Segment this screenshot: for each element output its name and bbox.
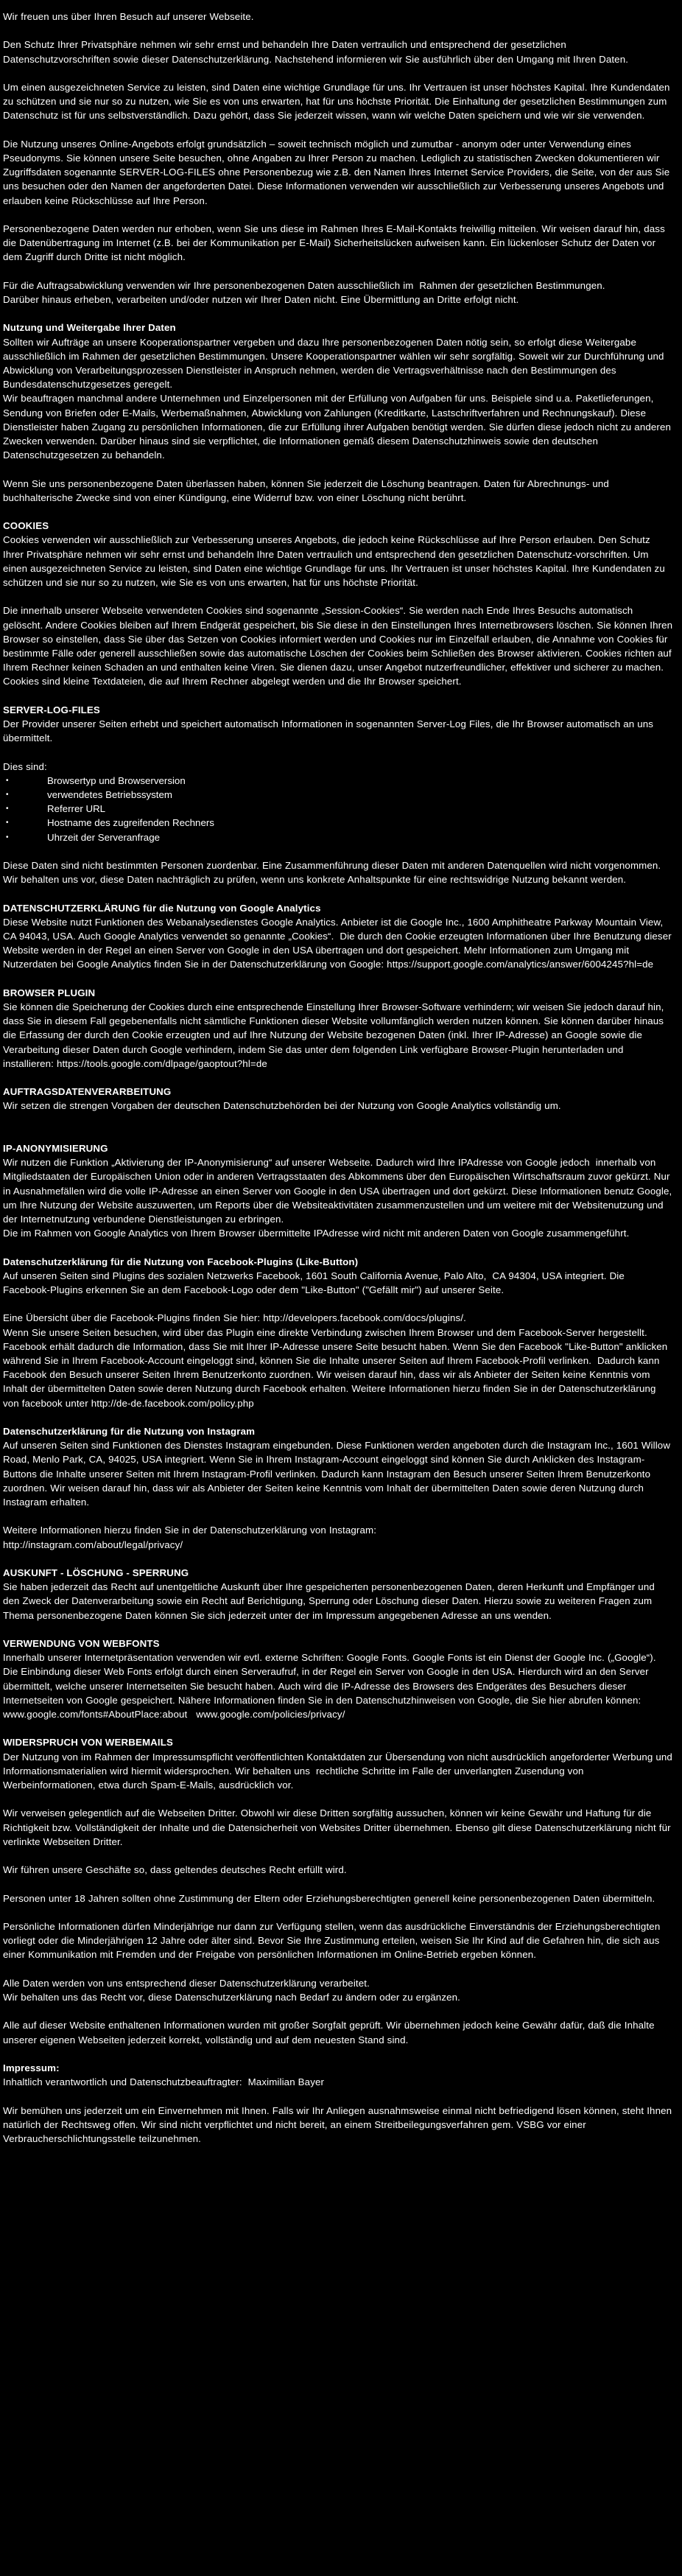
data-deletion-request: Wenn Sie uns personenbezogene Daten über… (3, 477, 612, 503)
list-item: Referrer URL (3, 802, 673, 816)
spacer (3, 1792, 673, 1806)
spacer (3, 307, 673, 321)
service-trust: Um einen ausgezeichneten Service zu leis… (3, 81, 673, 122)
webfonts-body: Innerhalb unserer Internetpräsentation v… (3, 1652, 656, 1721)
cooperation-partners: Sollten wir Aufträge an unsere Kooperati… (3, 336, 672, 461)
spacer (3, 1552, 673, 1566)
spacer (3, 1509, 673, 1523)
third-party-links: Wir verweisen gelegentlich auf die Webse… (3, 1807, 674, 1847)
minors-consent: Persönliche Informationen dürfen Minderj… (3, 1920, 664, 1961)
spacer (3, 1410, 673, 1424)
cookies-intro: Cookies verwenden wir ausschließlich zur… (3, 534, 668, 588)
no-warranty: Alle auf dieser Website enthaltenen Info… (3, 2020, 658, 2045)
processing-and-changes: Alle Daten werden von uns entsprechend d… (3, 1977, 461, 2003)
spacer (3, 2047, 673, 2061)
heading-ip-anonymisierung: IP-ANONYMISIERUNG (3, 1142, 108, 1154)
spacer (3, 1905, 673, 1919)
anonymous-usage: Die Nutzung unseres Online-Angebots erfo… (3, 138, 673, 206)
spacer (3, 1962, 673, 1976)
spacer (3, 1127, 673, 1141)
heading-auskunft-loeschung-sperrung: AUSKUNFT - LÖSCHUNG - SPERRUNG (3, 1567, 189, 1578)
spacer (3, 24, 673, 38)
spacer (3, 745, 673, 759)
list-item: Browsertyp und Browserversion (3, 774, 673, 788)
facebook-plugins-body-1: Auf unseren Seiten sind Plugins des sozi… (3, 1270, 627, 1295)
order-processing: Für die Auftragsabwicklung verwenden wir… (3, 279, 605, 305)
spacer (3, 1113, 673, 1127)
server-log-list: Browsertyp und Browserversionverwendetes… (3, 774, 673, 844)
instagram-link: Weitere Informationen hierzu finden Sie … (3, 1525, 377, 1550)
heading-nutzung-weitergabe: Nutzung und Weitergabe Ihrer Daten (3, 322, 176, 334)
list-item: Uhrzeit der Serveranfrage (3, 830, 673, 844)
session-cookies: Die innerhalb unserer Webseite verwendet… (3, 605, 676, 687)
spacer (3, 886, 673, 900)
heading-browser-plugin: BROWSER PLUGIN (3, 987, 96, 998)
spacer (3, 589, 673, 603)
spacer (3, 505, 673, 519)
heading-instagram: Datenschutzerklärung für die Nutzung von… (3, 1426, 256, 1437)
spacer (3, 1877, 673, 1891)
spacer (3, 2004, 673, 2018)
privacy-intro: Den Schutz Ihrer Privatsphäre nehmen wir… (3, 39, 629, 65)
spacer (3, 1721, 673, 1735)
spacer (3, 208, 673, 222)
heading-cookies: COOKIES (3, 520, 49, 532)
spacer (3, 123, 673, 137)
list-item: verwendetes Betriebssystem (3, 788, 673, 802)
heading-facebook-plugins: Datenschutzerklärung für die Nutzung von… (3, 1256, 359, 1267)
widerspruch-body: Der Nutzung von im Rahmen der Impressums… (3, 1751, 675, 1791)
heading-impressum: Impressum: (3, 2062, 60, 2073)
personal-data-collection: Personenbezogene Daten werden nur erhobe… (3, 223, 668, 263)
list-item: Hostname des zugreifenden Rechners (3, 816, 673, 830)
german-law: Wir führen unsere Geschäfte so, dass gel… (3, 1864, 347, 1876)
spacer (3, 689, 673, 703)
spacer (3, 972, 673, 986)
log-data-not-personal: Diese Daten sind nicht bestimmten Person… (3, 860, 661, 886)
dispute-resolution: Wir bemühen uns jederzeit um ein Einvern… (3, 2104, 675, 2144)
policy-content: Wir freuen uns über Ihren Besuch auf uns… (3, 10, 673, 2146)
instagram-body: Auf unseren Seiten sind Funktionen des D… (3, 1440, 674, 1508)
heading-widerspruch-werbemails: WIDERSPRUCH VON WERBEMAILS (3, 1737, 173, 1749)
auskunft-body: Sie haben jederzeit das Recht auf unentg… (3, 1581, 658, 1621)
auftragsdatenverarbeitung-body: Wir setzen die strengen Vorgaben der deu… (3, 1100, 561, 1112)
facebook-plugins-body-2: Eine Übersicht über die Facebook-Plugins… (3, 1312, 668, 1409)
spacer (3, 1623, 673, 1637)
spacer (3, 844, 673, 858)
spacer (3, 265, 673, 279)
spacer (3, 1071, 673, 1085)
spacer (3, 1849, 673, 1863)
heading-webfonts: VERWENDUNG VON WEBFONTS (3, 1638, 160, 1649)
spacer (3, 462, 673, 476)
spacer (3, 66, 673, 80)
spacer (3, 1240, 673, 1254)
heading-google-analytics: DATENSCHUTZERKLÄRUNG für die Nutzung von… (3, 902, 321, 914)
ip-anonymisierung-body: Wir nutzen die Funktion „Aktivierung der… (3, 1157, 672, 1239)
impressum-body: Inhaltlich verantwortlich und Datenschut… (3, 2076, 325, 2088)
google-analytics-body: Diese Website nutzt Funktionen des Weban… (3, 916, 675, 970)
spacer (3, 2089, 673, 2103)
heading-auftragsdatenverarbeitung: AUFTRAGSDATENVERARBEITUNG (3, 1086, 172, 1098)
spacer (3, 1297, 673, 1311)
minors-under-18: Personen unter 18 Jahren sollten ohne Zu… (3, 1892, 655, 1904)
server-log-intro: Der Provider unserer Seiten erhebt und s… (3, 718, 657, 744)
browser-plugin-body: Sie können die Speicherung der Cookies d… (3, 1001, 667, 1069)
dies-sind-label: Dies sind: (3, 760, 47, 772)
heading-server-log-files: SERVER-LOG-FILES (3, 704, 100, 715)
intro-welcome: Wir freuen uns über Ihren Besuch auf uns… (3, 11, 254, 22)
